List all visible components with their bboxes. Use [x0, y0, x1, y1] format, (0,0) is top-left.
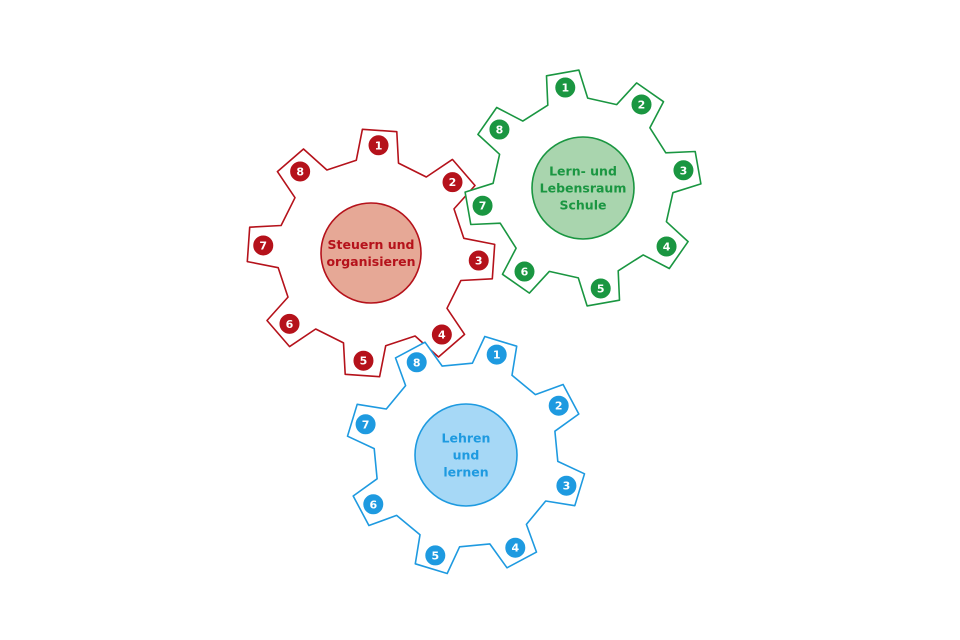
- badge-circle: [367, 134, 390, 157]
- badge-circle: [362, 493, 385, 516]
- number-badge: 2: [547, 394, 570, 417]
- badge-number: 5: [597, 282, 605, 295]
- badge-circle: [485, 343, 508, 366]
- gear-label-line: organisieren: [326, 254, 415, 269]
- number-badge: 1: [554, 76, 577, 99]
- number-badge: 3: [672, 159, 695, 182]
- gear-label-line: Steuern und: [328, 237, 415, 252]
- number-badge: 6: [362, 493, 385, 516]
- number-badge: 1: [367, 134, 390, 157]
- badge-circle: [630, 93, 653, 116]
- number-badge: 5: [424, 544, 447, 567]
- badge-circle: [589, 277, 612, 300]
- badge-circle: [441, 171, 464, 194]
- badge-circle: [555, 474, 578, 497]
- badge-circle: [354, 413, 377, 436]
- badge-circle: [430, 323, 453, 346]
- badge-number: 7: [479, 200, 487, 213]
- gear-label-line: Schule: [560, 198, 607, 213]
- badge-circle: [554, 76, 577, 99]
- number-badge: 8: [488, 118, 511, 141]
- badge-number: 1: [375, 139, 383, 152]
- badge-number: 1: [561, 82, 569, 95]
- badge-number: 7: [259, 239, 267, 252]
- badge-circle: [289, 160, 312, 183]
- badge-number: 8: [296, 165, 304, 178]
- number-badge: 3: [555, 474, 578, 497]
- badge-number: 2: [449, 176, 457, 189]
- badge-number: 3: [680, 164, 688, 177]
- badge-circle: [655, 235, 678, 258]
- badge-circle: [471, 194, 494, 217]
- badge-circle: [504, 536, 527, 559]
- number-badge: 6: [513, 260, 536, 283]
- badge-circle: [488, 118, 511, 141]
- badge-number: 2: [555, 400, 563, 413]
- badge-circle: [547, 394, 570, 417]
- number-badge: 4: [655, 235, 678, 258]
- badge-circle: [513, 260, 536, 283]
- badge-number: 6: [286, 318, 294, 331]
- badge-number: 1: [493, 349, 501, 362]
- badge-circle: [352, 349, 375, 372]
- number-badge: 2: [630, 93, 653, 116]
- gear-label-line: und: [453, 448, 480, 463]
- number-badge: 2: [441, 171, 464, 194]
- number-badge: 5: [589, 277, 612, 300]
- gear-label-line: Lern- und: [549, 164, 617, 179]
- number-badge: 4: [504, 536, 527, 559]
- number-badge: 6: [278, 312, 301, 335]
- number-badge: 4: [430, 323, 453, 346]
- gear-hub: [531, 136, 635, 240]
- gear-steuern: Steuern und organisieren 1 2 3 4 5 6 7 8: [246, 128, 496, 378]
- badge-circle: [672, 159, 695, 182]
- badge-number: 4: [438, 329, 446, 342]
- badge-number: 3: [563, 480, 571, 493]
- badge-number: 6: [369, 498, 377, 511]
- badge-number: 3: [475, 255, 483, 268]
- number-badge: 7: [471, 194, 494, 217]
- number-badge: 7: [354, 413, 377, 436]
- badge-number: 4: [511, 542, 519, 555]
- gear-lehren: Lehren und lernen 1 2 3 4 5 6 7 8: [346, 335, 586, 575]
- gear-hub: [414, 403, 518, 507]
- gear-label-line: Lebensraum: [540, 181, 627, 196]
- badge-number: 8: [413, 356, 421, 369]
- badge-circle: [278, 312, 301, 335]
- badge-circle: [405, 351, 428, 374]
- badge-number: 5: [431, 549, 439, 562]
- badge-number: 5: [360, 355, 368, 368]
- number-badge: 5: [352, 349, 375, 372]
- badge-number: 7: [362, 418, 370, 431]
- badge-number: 2: [638, 98, 646, 111]
- badge-number: 6: [521, 266, 529, 279]
- number-badge: 8: [405, 351, 428, 374]
- gear-label-line: Lehren: [442, 431, 491, 446]
- badge-number: 4: [663, 241, 671, 254]
- number-badge: 1: [485, 343, 508, 366]
- badge-circle: [467, 249, 490, 272]
- number-badge: 3: [467, 249, 490, 272]
- number-badge: 8: [289, 160, 312, 183]
- badge-number: 8: [496, 123, 504, 136]
- badge-circle: [424, 544, 447, 567]
- gear-hub: [320, 202, 422, 304]
- badge-circle: [252, 234, 275, 257]
- gear-label-line: lernen: [443, 465, 488, 480]
- number-badge: 7: [252, 234, 275, 257]
